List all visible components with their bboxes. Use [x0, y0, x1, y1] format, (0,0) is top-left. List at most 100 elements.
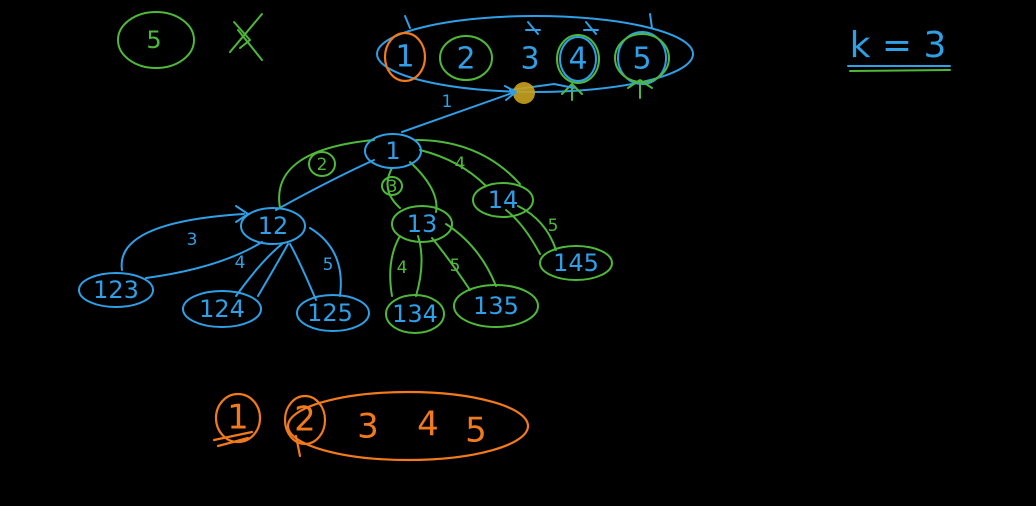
arrowhead	[504, 85, 517, 101]
tick-mark	[525, 21, 541, 35]
node-outline	[78, 272, 154, 308]
circled-value-text: 5	[146, 26, 161, 54]
edge-label-13-134: 4	[397, 258, 408, 278]
node-outline	[539, 245, 613, 281]
edge-124-12	[235, 243, 283, 297]
tick-mark	[404, 15, 411, 29]
top-item-4-circle-outer	[556, 34, 600, 84]
edge-root-12	[275, 159, 375, 211]
edge-root-13b	[409, 161, 438, 213]
bottom-item-1-strike	[212, 430, 254, 448]
edge-124-12b	[257, 243, 289, 297]
edge-label-set-root: 1	[442, 92, 453, 112]
bottom-item-1-circle	[214, 392, 262, 444]
edge-134-13	[389, 235, 401, 297]
circle-outline	[117, 11, 195, 69]
edge-root-13	[386, 167, 401, 209]
top-item-4: 4	[568, 42, 587, 77]
tick-mark	[649, 13, 653, 29]
node-label: 13	[407, 210, 438, 238]
node-outline	[385, 294, 445, 334]
tree-node-1: 1	[364, 133, 422, 169]
edge-label-circle	[308, 151, 336, 177]
edge-145-14b	[517, 205, 557, 251]
tree-node-134: 134	[385, 294, 445, 334]
edge-125-12	[289, 243, 317, 301]
edge-135-13	[431, 237, 471, 291]
tree-node-13: 13	[391, 205, 453, 243]
node-label: 1	[385, 137, 400, 165]
edge-134-13b	[415, 235, 423, 297]
top-item-1-circle	[383, 31, 427, 83]
node-label: 12	[258, 212, 289, 240]
top-item-1: 1	[395, 40, 414, 75]
node-label: 145	[553, 249, 599, 277]
tree-node-125: 125	[296, 294, 370, 332]
node-label: 14	[488, 186, 519, 214]
top-left-circled-value: 5	[117, 11, 195, 69]
node-outline	[453, 284, 539, 328]
bottom-item-2: 2	[294, 400, 316, 440]
edge-label-12-125: 5	[323, 255, 334, 275]
edge-135-13b	[445, 223, 497, 287]
node-label: 135	[473, 292, 519, 320]
bottom-item-5: 5	[465, 411, 487, 451]
cross-stroke	[237, 29, 263, 61]
bottom-number-set: 1 2 3 4 5	[212, 390, 530, 462]
tree-node-145: 145	[539, 245, 613, 281]
node-outline	[296, 294, 370, 332]
edge-label-14-145: 5	[548, 216, 559, 236]
edge-root-14	[419, 149, 487, 187]
pointer-highlight	[513, 82, 535, 104]
top-item-5: 5	[632, 42, 651, 77]
edge-label-root-14: 4	[455, 154, 466, 174]
node-label: 124	[199, 295, 245, 323]
edge-12-123	[120, 213, 245, 271]
edge-label-13-135: 5	[450, 256, 461, 276]
top-item-5-circle	[617, 31, 667, 85]
bottom-item-2-mark	[294, 434, 302, 458]
tree-node-135: 135	[453, 284, 539, 328]
crossed-out-mark	[229, 13, 263, 61]
bottom-item-1: 1	[227, 398, 249, 438]
edge-root-12-green	[278, 139, 375, 209]
top-set-oval	[376, 15, 694, 93]
edge-145-14	[505, 209, 541, 255]
k-note-text: k = 3	[850, 25, 947, 66]
node-outline	[472, 182, 534, 218]
edge-label-circle	[381, 176, 403, 196]
node-outline	[391, 205, 453, 243]
tick-mark	[583, 21, 599, 35]
edge-label-root-13: 3	[387, 177, 398, 197]
tree-node-14: 14	[472, 182, 534, 218]
edge-123-12	[145, 241, 263, 279]
bottom-item-4: 4	[417, 405, 439, 445]
node-label: 123	[93, 276, 139, 304]
node-outline	[182, 290, 262, 328]
node-label: 125	[307, 299, 353, 327]
k-note: k = 3	[847, 25, 951, 72]
bottom-item-3: 3	[357, 407, 379, 447]
edge-label-12-123: 3	[187, 230, 198, 250]
arrow-marker	[627, 79, 653, 99]
bottom-set-oval	[286, 390, 530, 462]
node-outline	[364, 133, 422, 169]
node-label: 134	[392, 300, 438, 328]
node-outline	[240, 207, 306, 245]
edge-label-12-124: 4	[235, 253, 246, 273]
cross-stroke	[233, 21, 251, 49]
k-underline-green	[849, 69, 951, 72]
top-number-set: 1 2 3 4 5	[376, 13, 694, 101]
cross-stroke	[229, 13, 263, 53]
top-item-2: 2	[456, 42, 475, 77]
edge-125-12b	[309, 227, 342, 297]
tree-node-123: 123	[78, 272, 154, 308]
tree-node-124: 124	[182, 290, 262, 328]
top-item-2-circle	[439, 35, 493, 81]
edge-set-to-root	[401, 91, 516, 133]
edge-root-14b	[415, 139, 521, 185]
top-item-3: 3	[520, 42, 539, 77]
edge-label-root-12: 2	[317, 155, 328, 175]
tree-node-12: 12	[240, 207, 306, 245]
